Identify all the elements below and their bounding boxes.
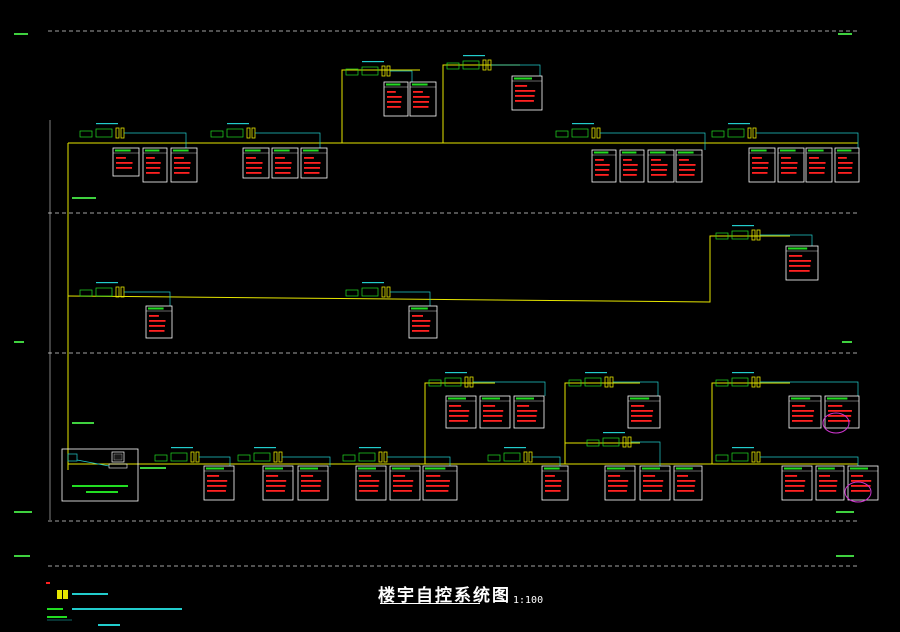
ddc-controller (445, 395, 477, 429)
ddc-controller (824, 395, 860, 429)
ddc-controller (355, 465, 387, 501)
ddc-controller (673, 465, 703, 501)
ddc-controller (785, 245, 819, 281)
network-module (79, 282, 171, 306)
ddc-controller (422, 465, 458, 501)
ddc-controller (389, 465, 421, 501)
computer-workstation-icon (67, 451, 128, 469)
ddc-controller (383, 81, 409, 117)
floor-tags (14, 33, 854, 557)
ddc-controller (627, 395, 661, 429)
ddc-controller (170, 147, 198, 183)
ddc-controller (805, 147, 833, 183)
network-module (715, 372, 859, 396)
ddc-controller (300, 147, 328, 179)
network-module (586, 432, 661, 467)
ddc-controller (271, 147, 299, 179)
field-buses (67, 64, 858, 465)
ddc-controller (479, 395, 511, 429)
ddc-controller (748, 147, 776, 183)
network-module (555, 123, 706, 150)
ddc-controller (513, 395, 545, 429)
ddc-controller (112, 147, 140, 177)
ddc-controller (815, 465, 845, 501)
ddc-controller (142, 147, 168, 183)
ddc-controller (409, 81, 437, 117)
network-module (345, 282, 431, 306)
ddc-controller (242, 147, 270, 179)
main-riser (49, 120, 69, 520)
revision-cloud-icon (822, 412, 872, 503)
ddc-controller (262, 465, 294, 501)
network-module (568, 372, 659, 396)
network-modules (79, 55, 859, 467)
network-module (428, 372, 546, 396)
title-underline (380, 603, 480, 604)
ddc-controller (788, 395, 822, 429)
drawing-scale: 1:100 (513, 595, 544, 606)
drawing-title: 楼宇自控系统图 (378, 586, 511, 606)
network-module (79, 123, 187, 150)
ddc-controller (777, 147, 805, 183)
ddc-controller (203, 465, 235, 501)
network-module (487, 447, 561, 467)
ddc-controller (639, 465, 671, 501)
ddc-controller (647, 149, 675, 183)
network-module (345, 61, 413, 84)
network-module (715, 225, 813, 246)
drawing-title-block: 楼宇自控系统图 1:100 (378, 582, 543, 606)
ddc-controller (604, 465, 636, 501)
ddc-controller (145, 305, 173, 339)
network-module (210, 123, 321, 150)
network-module (446, 55, 541, 78)
ddc-controller (675, 149, 703, 183)
ddc-controller (541, 465, 569, 501)
central-workstation (61, 448, 139, 502)
ddc-controller (834, 147, 860, 183)
network-module (711, 123, 859, 150)
network-module (237, 447, 331, 467)
floor-dividers (48, 30, 858, 567)
ddc-controllers (112, 75, 879, 501)
network-module (715, 447, 859, 467)
network-module (342, 447, 451, 467)
legend (46, 582, 182, 626)
ddc-controller (297, 465, 329, 501)
ddc-controller (408, 305, 438, 339)
ddc-controller (511, 75, 543, 111)
ddc-controller (591, 149, 617, 183)
network-module (154, 447, 231, 467)
ddc-controller (781, 465, 813, 501)
ddc-controller (619, 149, 645, 183)
